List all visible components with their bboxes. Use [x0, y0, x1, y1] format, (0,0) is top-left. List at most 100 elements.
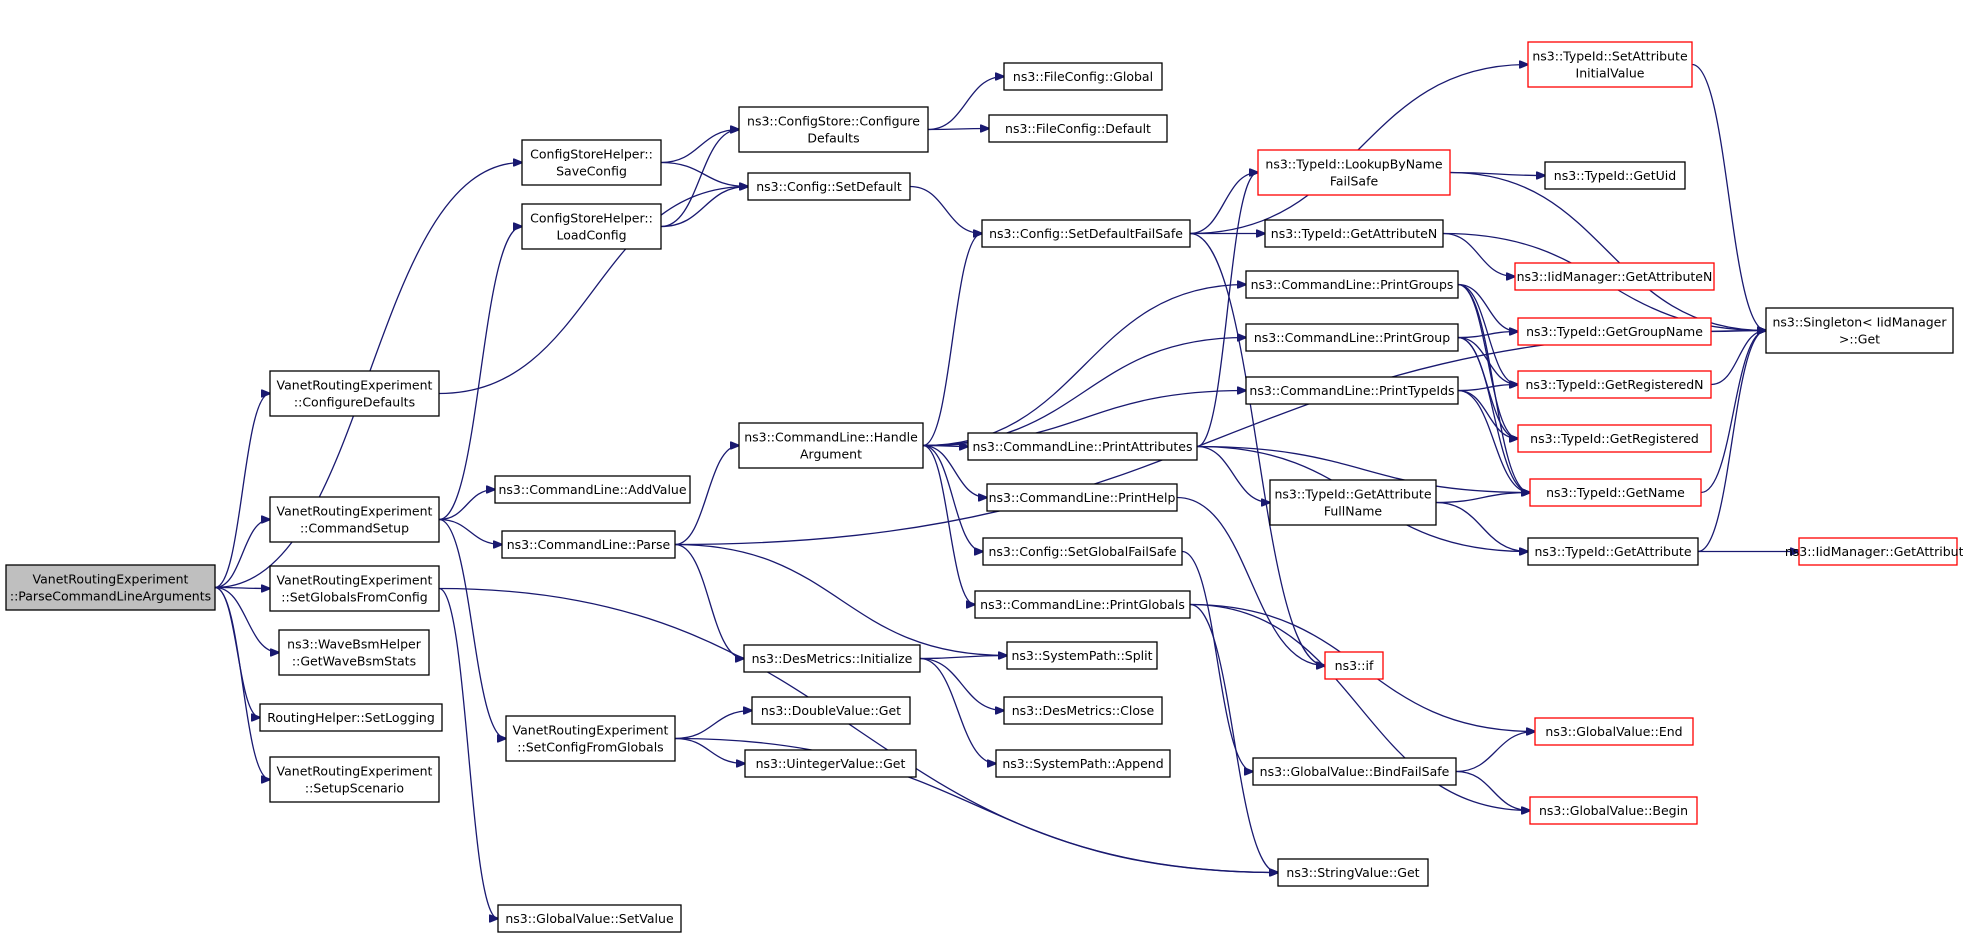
node-tid-getattr[interactable]: ns3::TypeId::GetAttribute: [1527, 537, 1699, 566]
node-tid-getreg[interactable]: ns3::TypeId::GetRegistered: [1517, 424, 1712, 453]
node-label: SaveConfig: [556, 164, 627, 179]
node-label: ns3::CommandLine::PrintAttributes: [973, 439, 1193, 454]
edge-tid_getattrn-to-iid_getattrn: [1442, 232, 1515, 277]
edge-vre_setconf-to-uv_get: [674, 737, 745, 764]
node-box: [738, 106, 929, 153]
node-label: ns3::TypeId::GetAttribute: [1274, 487, 1431, 502]
node-dm-close[interactable]: ns3::DesMetrics::Close: [1003, 696, 1163, 725]
edge-csh_save-to-cfg_setdef: [660, 161, 748, 187]
edge-vre_setconf-to-sv_get: [674, 737, 1278, 873]
node-csh-load[interactable]: ConfigStoreHelper::LoadConfig: [521, 203, 662, 250]
node-label: VanetRoutingExperiment: [513, 723, 669, 738]
node-fc-global[interactable]: ns3::FileConfig::Global: [1003, 62, 1163, 91]
edge-cl_parse-to-dm_init: [674, 543, 744, 659]
node-label: ns3::StringValue::Get: [1286, 865, 1419, 880]
node-box: [1245, 270, 1459, 299]
node-dv-get[interactable]: ns3::DoubleValue::Get: [751, 696, 911, 725]
node-vre-confdef[interactable]: VanetRoutingExperiment::ConfigureDefault…: [269, 370, 440, 417]
edge-dm_init-to-sp_split: [919, 656, 1007, 659]
edge-tid_getregn-to-singleton: [1710, 331, 1766, 386]
node-vre-setconf[interactable]: VanetRoutingExperiment::SetConfigFromGlo…: [505, 715, 676, 762]
node-label: ConfigStoreHelper::: [530, 147, 653, 162]
node-cl-addval[interactable]: ns3::CommandLine::AddValue: [494, 475, 691, 504]
node-label: ::ConfigureDefaults: [294, 395, 415, 410]
node-layer: VanetRoutingExperiment::ParseCommandLine…: [5, 41, 1963, 933]
node-gv-begin[interactable]: ns3::GlobalValue::Begin: [1529, 796, 1698, 825]
node-gv-end[interactable]: ns3::GlobalValue::End: [1534, 717, 1694, 746]
edge-tid_getattr-to-singleton: [1697, 331, 1766, 553]
node-wbh[interactable]: ns3::WaveBsmHelper::GetWaveBsmStats: [278, 629, 430, 676]
node-label: ns3::FileConfig::Global: [1013, 69, 1153, 84]
node-box: [1517, 317, 1712, 346]
node-box: [269, 370, 440, 417]
node-sp-append[interactable]: ns3::SystemPath::Append: [995, 749, 1171, 778]
node-box: [501, 530, 676, 559]
edge-csh_load-to-cfg_setdef: [660, 187, 748, 228]
edge-root-to-vre_setglob: [214, 588, 270, 589]
node-vre-setglob[interactable]: VanetRoutingExperiment::SetGlobalsFromCo…: [269, 565, 440, 612]
node-vre-scen[interactable]: VanetRoutingExperiment::SetupScenario: [269, 756, 440, 803]
node-ns3-if[interactable]: ns3::if: [1324, 651, 1384, 680]
node-tid-getgroup[interactable]: ns3::TypeId::GetGroupName: [1517, 317, 1712, 346]
node-cl-parse[interactable]: ns3::CommandLine::Parse: [501, 530, 676, 559]
edge-vre_setconf-to-dv_get: [674, 711, 752, 740]
node-gv-bindfs[interactable]: ns3::GlobalValue::BindFailSafe: [1252, 757, 1457, 786]
node-singleton[interactable]: ns3::Singleton< IidManager>::Get: [1765, 307, 1954, 354]
edge-cl_printgroup-to-tid_getregn: [1457, 336, 1518, 385]
edge-vre_setglob-to-gv_setval: [438, 587, 498, 919]
node-box: [986, 483, 1178, 512]
edge-layer: [214, 65, 1799, 919]
node-tid-getregn[interactable]: ns3::TypeId::GetRegisteredN: [1517, 370, 1712, 399]
node-sv-get[interactable]: ns3::StringValue::Get: [1277, 858, 1429, 887]
node-box: [278, 629, 430, 676]
node-cl-printhelp[interactable]: ns3::CommandLine::PrintHelp: [986, 483, 1178, 512]
node-box: [1252, 757, 1457, 786]
edge-cfg_setdeffs-to-tid_setattr: [1189, 65, 1528, 235]
node-root[interactable]: VanetRoutingExperiment::ParseCommandLine…: [5, 564, 216, 611]
node-uv-get[interactable]: ns3::UintegerValue::Get: [744, 749, 917, 778]
node-box: [505, 715, 676, 762]
edge-cl_printtids-to-tid_getname: [1457, 389, 1530, 493]
node-cl-printgroup[interactable]: ns3::CommandLine::PrintGroup: [1245, 323, 1459, 352]
node-cs-confdef[interactable]: ns3::ConfigStore::ConfigureDefaults: [738, 106, 929, 153]
node-tid-getuid[interactable]: ns3::TypeId::GetUid: [1544, 161, 1686, 190]
node-gv-setval[interactable]: ns3::GlobalValue::SetValue: [497, 904, 682, 933]
node-label: ::GetWaveBsmStats: [292, 654, 416, 669]
node-cfg-setdef[interactable]: ns3::Config::SetDefault: [747, 172, 911, 201]
edge-vre_cmdsetup-to-cl_addval: [438, 490, 495, 521]
node-box: [738, 422, 924, 469]
edge-cl_parse-to-sp_split: [674, 543, 1007, 656]
node-csh-save[interactable]: ConfigStoreHelper::SaveConfig: [521, 139, 662, 186]
node-label: ns3::WaveBsmHelper: [287, 637, 422, 652]
node-label: LoadConfig: [556, 228, 626, 243]
node-label: ns3::Config::SetGlobalFailSafe: [988, 544, 1176, 559]
node-label: ns3::GlobalValue::Begin: [1539, 803, 1688, 818]
edge-gv_bindfs-to-gv_end: [1455, 732, 1535, 773]
node-tid-getattrn[interactable]: ns3::TypeId::GetAttributeN: [1264, 219, 1444, 248]
node-label: ns3::CommandLine::Handle: [744, 430, 918, 445]
node-fc-default[interactable]: ns3::FileConfig::Default: [988, 114, 1168, 143]
node-cl-printattr[interactable]: ns3::CommandLine::PrintAttributes: [967, 432, 1198, 461]
node-cfg-setglobfs[interactable]: ns3::Config::SetGlobalFailSafe: [982, 537, 1183, 566]
node-cl-printtids[interactable]: ns3::CommandLine::PrintTypeIds: [1245, 376, 1459, 405]
node-box: [5, 564, 216, 611]
node-cl-printgroups[interactable]: ns3::CommandLine::PrintGroups: [1245, 270, 1459, 299]
node-iid-getattrn[interactable]: ns3::IidManager::GetAttributeN: [1514, 262, 1715, 291]
edge-cl_printtids-to-tid_getregn: [1457, 385, 1518, 392]
node-sp-split[interactable]: ns3::SystemPath::Split: [1006, 641, 1158, 670]
node-label: ns3::GlobalValue::SetValue: [505, 911, 674, 926]
node-iid-getattr[interactable]: ns3::IidManager::GetAttribute: [1785, 537, 1963, 566]
node-tid-getname[interactable]: ns3::TypeId::GetName: [1529, 478, 1702, 507]
node-dm-init[interactable]: ns3::DesMetrics::Initialize: [743, 644, 921, 673]
edge-cl_handle-to-cfg_setglobfs: [922, 444, 983, 552]
node-vre-cmdsetup[interactable]: VanetRoutingExperiment::CommandSetup: [269, 496, 440, 543]
node-cl-printglob[interactable]: ns3::CommandLine::PrintGlobals: [974, 590, 1191, 619]
edge-cl_handle-to-cl_printgroups: [922, 285, 1246, 447]
node-label: ns3::CommandLine::PrintGroups: [1251, 277, 1454, 292]
node-cfg-setdeffs[interactable]: ns3::Config::SetDefaultFailSafe: [981, 219, 1191, 248]
node-rh-log[interactable]: RoutingHelper::SetLogging: [259, 703, 443, 732]
